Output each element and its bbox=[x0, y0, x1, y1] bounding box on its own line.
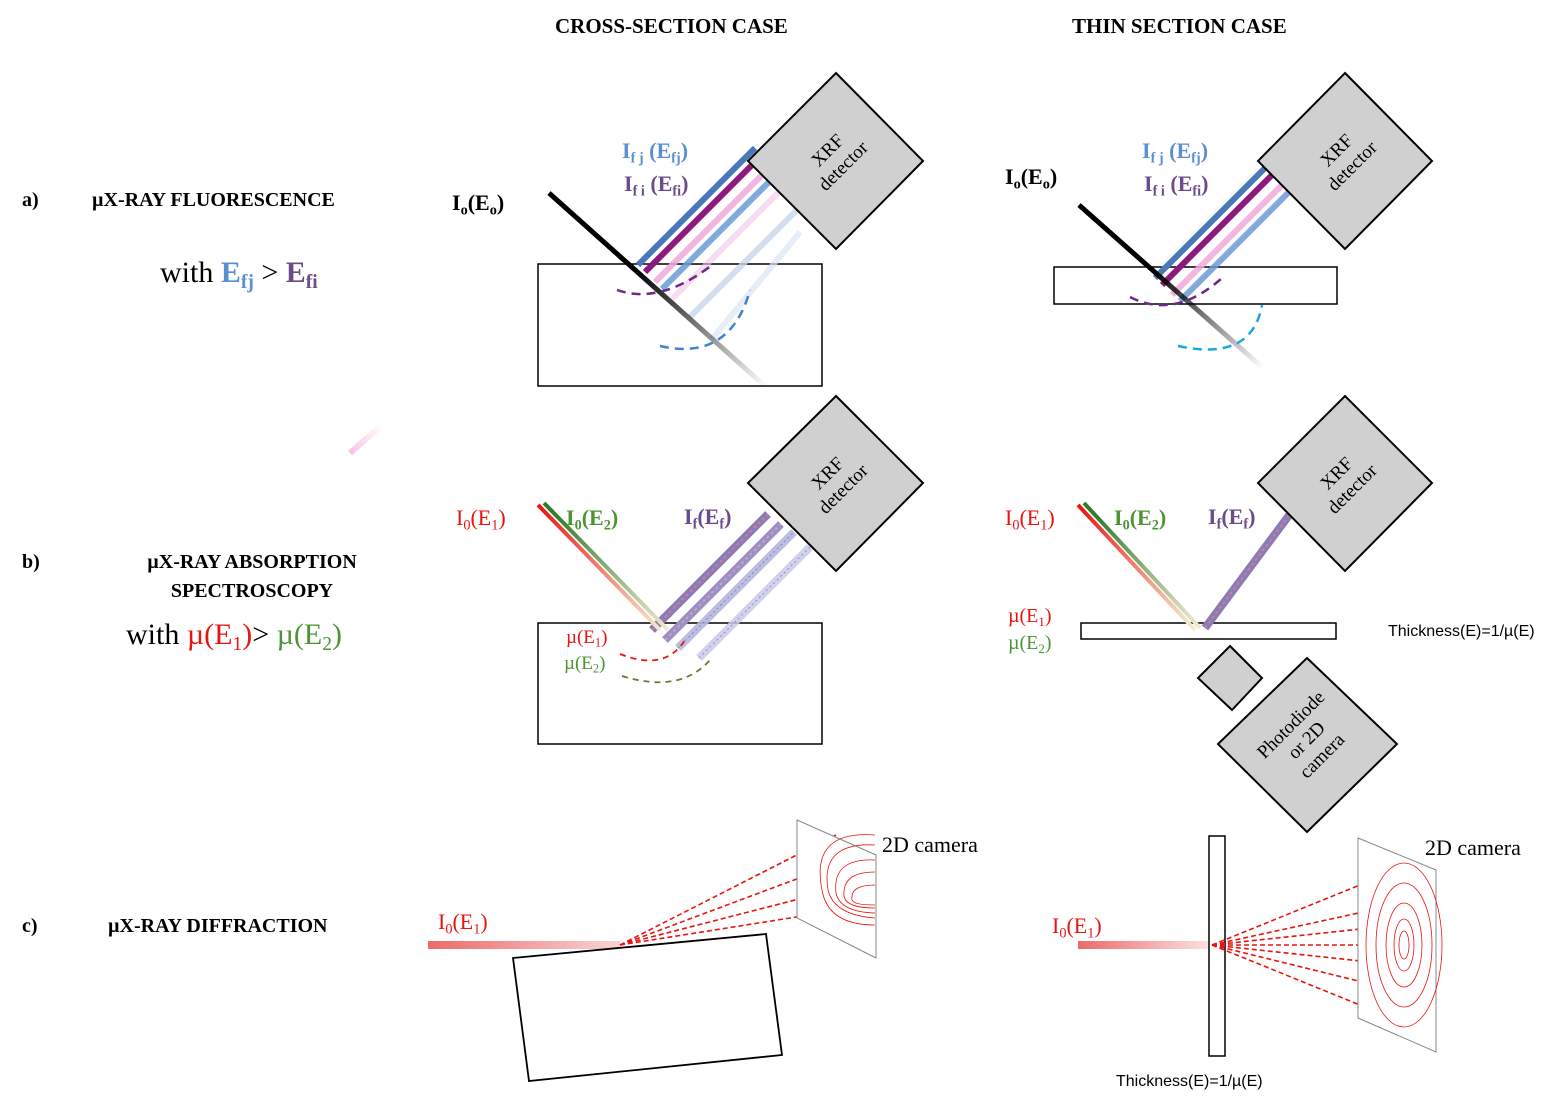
label-i0e2-thin: I0(E2) bbox=[1114, 505, 1167, 534]
row-a-thin-section bbox=[1053, 71, 1434, 370]
arc-efj bbox=[1177, 304, 1264, 351]
row-c-letter: c) bbox=[22, 915, 38, 937]
beam-ifj bbox=[635, 145, 758, 268]
row-b-condition: with µ(E1)> µ(E2) bbox=[126, 618, 342, 655]
header-cross-section: CROSS-SECTION CASE bbox=[555, 14, 788, 38]
row-a-cross-section bbox=[537, 71, 925, 389]
label-mu-e2-thin: µ(E2) bbox=[1008, 632, 1052, 656]
label-ifef-thin: If(Ef) bbox=[1208, 504, 1256, 533]
condition-op: > bbox=[252, 618, 277, 651]
beam-i0e2 bbox=[542, 501, 670, 632]
condition-efj-sub: fj bbox=[240, 271, 254, 293]
label-ifj-cross: If j (Efj) bbox=[622, 138, 689, 167]
row-c-thin-section bbox=[1078, 835, 1443, 1057]
beam-ifi-faded bbox=[1169, 182, 1285, 298]
label-ifef-cross: If(Ef) bbox=[684, 504, 732, 533]
stray-pink-mark bbox=[348, 422, 384, 456]
beam-if bbox=[649, 511, 813, 661]
arc-efi bbox=[616, 264, 713, 296]
row-a-letter: a) bbox=[22, 189, 39, 211]
thin-sample bbox=[1053, 266, 1338, 305]
beam-ifi bbox=[1159, 172, 1275, 288]
tilted-sample bbox=[511, 933, 784, 1082]
beam-i0e1 bbox=[1076, 503, 1197, 632]
beam-ifj-deep bbox=[687, 204, 803, 320]
beam-ifi-deep bbox=[669, 179, 792, 302]
xrf-detector bbox=[1256, 71, 1434, 251]
beam-ifi-faded bbox=[652, 162, 775, 285]
photodiode-body bbox=[1216, 656, 1399, 834]
xrf-detector bbox=[746, 71, 925, 251]
diffraction-rings bbox=[819, 834, 876, 926]
label-2d-camera-cross: 2D camera bbox=[882, 832, 978, 857]
xrf-detector bbox=[746, 394, 925, 573]
row-a-title: µX-RAY FLUORESCENCE bbox=[92, 189, 335, 211]
condition-mu2: µ(E bbox=[276, 618, 323, 651]
incident-beam bbox=[1077, 203, 1265, 370]
label-i0e2-cross: I0(E2) bbox=[566, 505, 619, 534]
condition-efi-sub: fi bbox=[305, 271, 318, 293]
condition-mu1-close: ) bbox=[242, 618, 253, 651]
thin-sample bbox=[1208, 835, 1226, 1057]
row-b-letter: b) bbox=[22, 551, 40, 573]
incident-beam bbox=[547, 191, 768, 389]
label-i0e1-cross-c: I0(E1) bbox=[438, 909, 488, 938]
condition-mu2-close: ) bbox=[331, 618, 342, 651]
sample-block bbox=[537, 263, 823, 387]
label-i0e1-thin: I0(E1) bbox=[1005, 505, 1055, 534]
label-2d-camera-thin: 2D camera bbox=[1425, 835, 1521, 860]
beam-ifj-faded bbox=[659, 169, 782, 292]
row-b-title-line1: µX-RAY ABSORPTION bbox=[147, 551, 357, 573]
condition-op: > bbox=[253, 256, 286, 289]
label-mu-e1-thin: µ(E1) bbox=[1008, 605, 1052, 629]
beam-i0e2 bbox=[1082, 501, 1202, 630]
row-c-title: µX-RAY DIFFRACTION bbox=[108, 915, 328, 937]
condition-efi: E bbox=[285, 256, 306, 289]
beam-ifj bbox=[1152, 165, 1268, 281]
label-thickness-c: Thickness(E)=1/µ(E) bbox=[1116, 1073, 1263, 1090]
label-incident-thin: Io(Eo) bbox=[1005, 164, 1058, 193]
label-mu-e2-cross: µ(E2) bbox=[564, 653, 606, 676]
label-ifi-thin: If i (Efi) bbox=[1144, 171, 1209, 200]
detector-2d bbox=[1357, 837, 1437, 1053]
arc-mu-e1 bbox=[619, 639, 686, 662]
beam-i0e1 bbox=[536, 503, 662, 632]
arc-efi bbox=[1129, 277, 1223, 307]
beam-ifj-deeper bbox=[709, 230, 803, 341]
label-ifj-thin: If j (Efj) bbox=[1142, 138, 1209, 167]
photodiode-window bbox=[1196, 644, 1264, 712]
arc-mu-e2 bbox=[621, 659, 711, 684]
row-b-title-line2: SPECTROSCOPY bbox=[170, 580, 334, 602]
label-i0e1-cross: I0(E1) bbox=[456, 505, 506, 534]
condition-efj: E bbox=[220, 256, 241, 289]
label-thickness-b: Thickness(E)=1/µ(E) bbox=[1388, 623, 1535, 640]
row-b-thin-section bbox=[1076, 394, 1434, 834]
label-ifi-cross: If i (Efi) bbox=[624, 171, 689, 200]
beam-ifj-faded bbox=[1177, 188, 1293, 304]
header-thin-section: THIN SECTION CASE bbox=[1072, 14, 1287, 38]
row-a-condition: with Efj > Efi bbox=[160, 256, 318, 293]
label-mu-e1-cross: µ(E1) bbox=[566, 627, 608, 650]
label-incident-cross: Io(Eo) bbox=[452, 190, 505, 219]
beam-if bbox=[1201, 511, 1294, 631]
diffraction-rings bbox=[1365, 862, 1443, 1028]
row-c-cross-section bbox=[428, 819, 877, 1082]
row-b-cross-section bbox=[536, 394, 925, 745]
xrf-detector bbox=[1256, 394, 1434, 573]
condition-mu1: µ(E bbox=[186, 618, 233, 651]
condition-mu2-sub: 2 bbox=[322, 633, 332, 655]
label-i0e1-thin-c: I0(E1) bbox=[1052, 913, 1102, 942]
condition-mu1-sub: 1 bbox=[232, 633, 243, 655]
condition-prefix: with bbox=[126, 618, 187, 651]
condition-prefix: with bbox=[160, 256, 221, 289]
beam-ifi bbox=[642, 152, 765, 275]
